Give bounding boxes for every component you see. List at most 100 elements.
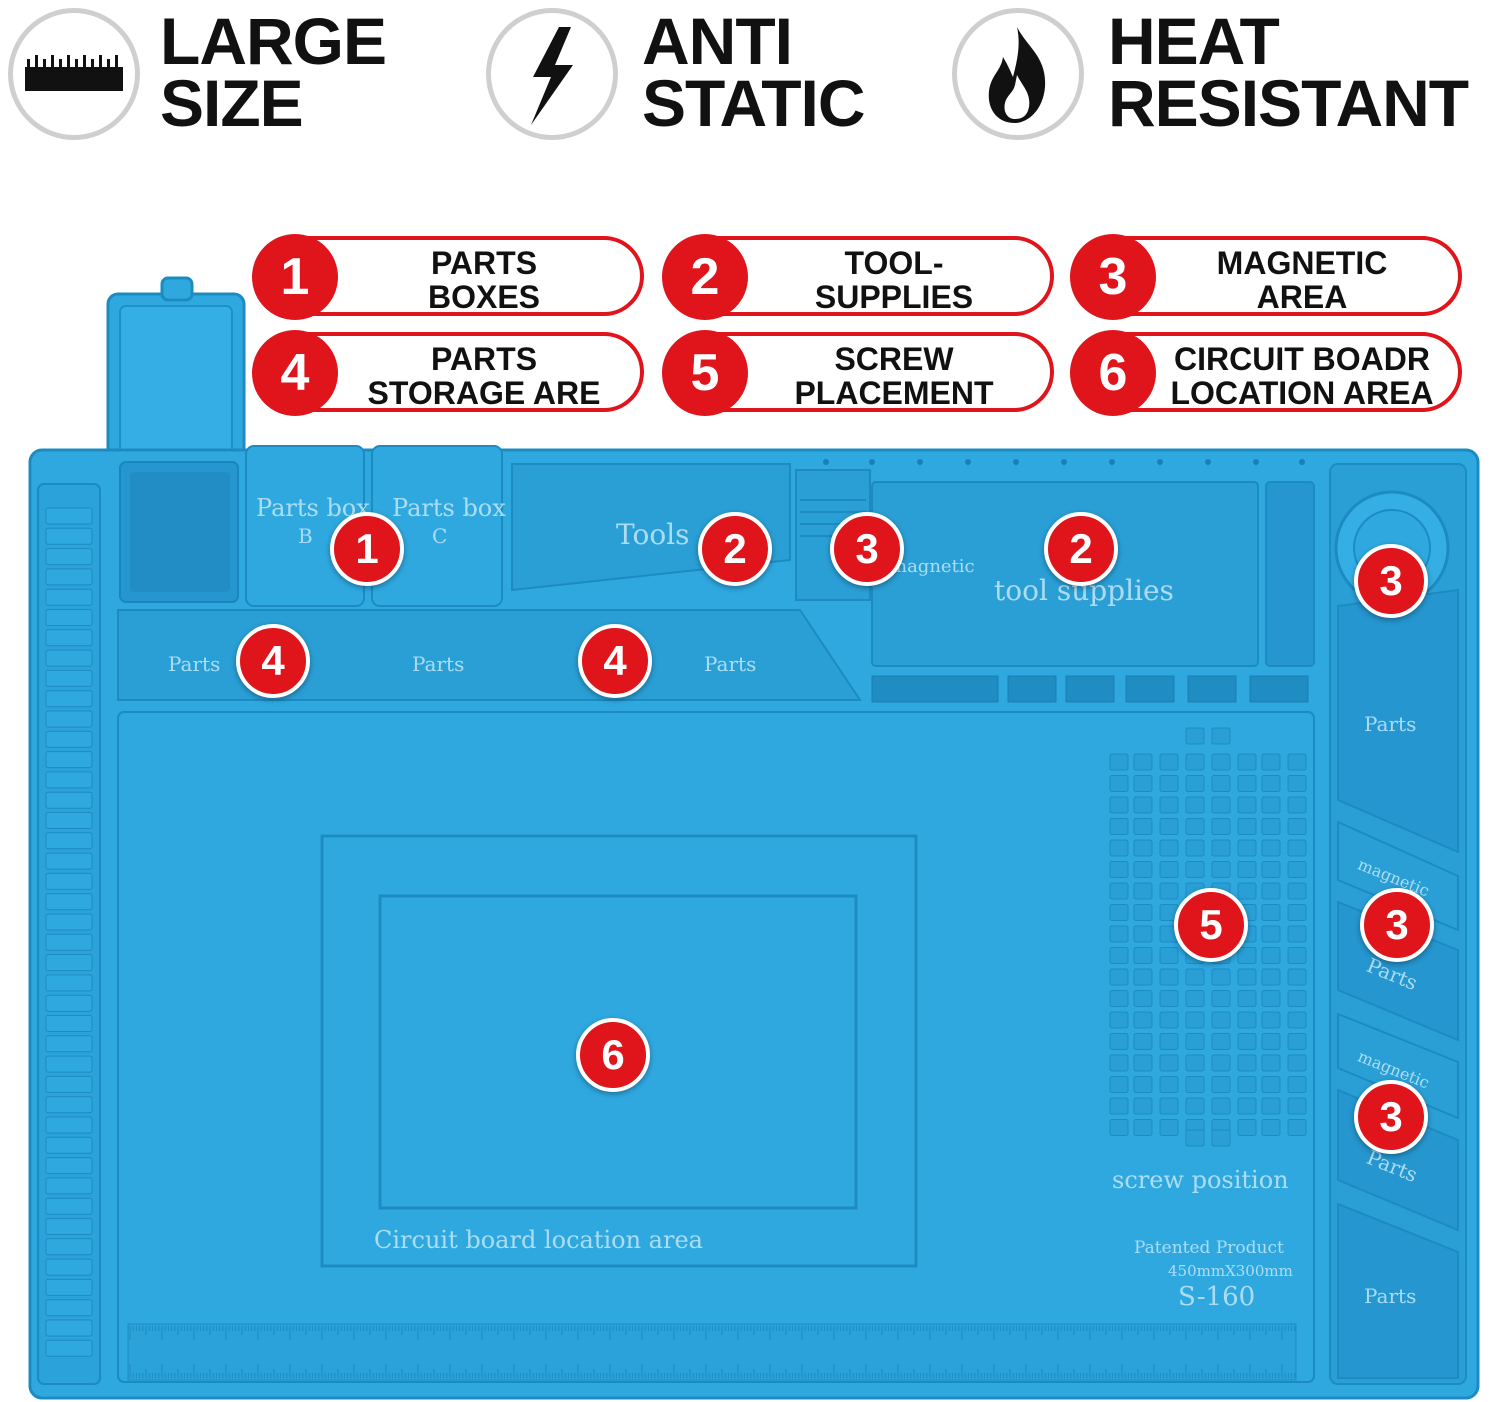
screw-slot <box>1211 968 1231 986</box>
mat-label-parts-2: Parts <box>412 652 465 676</box>
ruler-cell <box>45 1136 93 1154</box>
screw-slot <box>1185 1054 1205 1072</box>
ruler-icon-circle <box>8 8 140 140</box>
screw-slot <box>1287 861 1307 878</box>
ruler-cell <box>45 1238 93 1256</box>
screw-slot <box>1133 796 1153 814</box>
screw-slot <box>1185 990 1205 1007</box>
screw-slot <box>1287 947 1307 964</box>
marker-circuit-board: 6 <box>576 1018 650 1092</box>
screw-slot <box>1237 753 1257 771</box>
screw-slot <box>1261 925 1281 943</box>
mat-label-parts-box-c-letter: C <box>432 524 448 548</box>
marker-magnetic-top: 3 <box>830 512 904 586</box>
screw-slot <box>1133 968 1153 986</box>
screw-slot <box>1287 753 1307 771</box>
screw-slot <box>1185 1033 1205 1050</box>
screw-slot <box>1109 861 1129 878</box>
ruler-cell <box>45 1015 93 1032</box>
screw-slot <box>1185 1097 1205 1115</box>
screw-slot <box>1287 1119 1307 1136</box>
ruler-cell <box>45 1035 93 1053</box>
ruler-cell <box>45 1055 93 1073</box>
mat-label-screw-position: screw position <box>1112 1166 1289 1194</box>
marker-magnetic-right-1: 3 <box>1360 888 1434 962</box>
screw-slot <box>1287 1097 1307 1115</box>
legend-number: 1 <box>252 234 338 320</box>
screw-slot <box>1261 968 1281 986</box>
ruler-icon <box>25 55 123 91</box>
legend-line1: SCREW <box>834 341 954 377</box>
screw-slot <box>1237 1011 1257 1029</box>
ruler-cell <box>45 1299 93 1317</box>
ruler-cell <box>45 527 93 545</box>
legend-line2: SUPPLIES <box>814 279 974 315</box>
screw-slot <box>1287 839 1307 857</box>
ruler-cell <box>45 1116 93 1134</box>
screw-slot <box>1159 1054 1179 1072</box>
ruler-cell <box>45 1075 93 1093</box>
screw-slot <box>1237 1033 1257 1050</box>
ruler-cell <box>45 933 93 951</box>
screw-slot <box>1185 1129 1205 1147</box>
screw-slot <box>1133 1076 1153 1093</box>
ruler-cell <box>45 852 93 870</box>
screw-slot <box>1185 775 1205 792</box>
lightning-icon <box>531 27 573 125</box>
ruler-cell <box>45 1258 93 1276</box>
flame-icon <box>988 27 1046 123</box>
screw-slot <box>1159 990 1179 1007</box>
screw-slot <box>1261 839 1281 857</box>
screw-slot <box>1237 861 1257 878</box>
screw-slot <box>1159 1076 1179 1093</box>
screw-slot <box>1287 968 1307 986</box>
feature-line1: ANTI <box>642 4 793 78</box>
screw-slot <box>1261 1076 1281 1093</box>
screw-slot <box>1185 818 1205 835</box>
screw-slot <box>1261 775 1281 792</box>
screw-slot <box>1109 796 1129 814</box>
screw-slot <box>1237 1054 1257 1072</box>
screw-slot <box>1133 1011 1153 1029</box>
screw-slot <box>1261 1011 1281 1029</box>
screw-slot <box>1159 839 1179 857</box>
mat-label-tools: Tools <box>616 518 690 551</box>
screw-slot <box>1211 1033 1231 1050</box>
feature-line2: SIZE <box>160 66 304 140</box>
screw-slot <box>1185 796 1205 814</box>
screw-slot <box>1287 882 1307 900</box>
screw-slot <box>1237 968 1257 986</box>
ruler-cell <box>45 710 93 728</box>
screw-slot <box>1211 753 1231 771</box>
screw-slot <box>1109 904 1129 921</box>
screw-slot <box>1261 753 1281 771</box>
screw-slot <box>1109 1097 1129 1115</box>
ruler-cell <box>45 1177 93 1195</box>
legend-line2: AREA <box>1256 279 1348 315</box>
ruler-cell <box>45 548 93 566</box>
screw-slot <box>1159 796 1179 814</box>
legend-number: 6 <box>1070 330 1156 416</box>
ruler-cell <box>45 669 93 687</box>
ruler-cell <box>45 893 93 911</box>
ruler-cell <box>45 1278 93 1296</box>
screw-slot <box>1185 1011 1205 1029</box>
screw-slot <box>1287 1054 1307 1072</box>
screw-slot <box>1261 1119 1281 1136</box>
screw-slot <box>1211 1129 1231 1147</box>
screw-slot <box>1261 904 1281 921</box>
screw-slot <box>1109 925 1129 943</box>
screw-slot <box>1287 775 1307 792</box>
legend-line2: LOCATION AREA <box>1170 375 1434 411</box>
legend-line1: MAGNETIC <box>1216 245 1388 281</box>
ruler-cell <box>45 1339 93 1357</box>
screw-slot <box>1159 882 1179 900</box>
ruler-cell <box>45 1197 93 1215</box>
screw-slot <box>1261 818 1281 835</box>
legend-line2: PLACEMENT <box>794 375 994 411</box>
screw-slot <box>1109 947 1129 964</box>
